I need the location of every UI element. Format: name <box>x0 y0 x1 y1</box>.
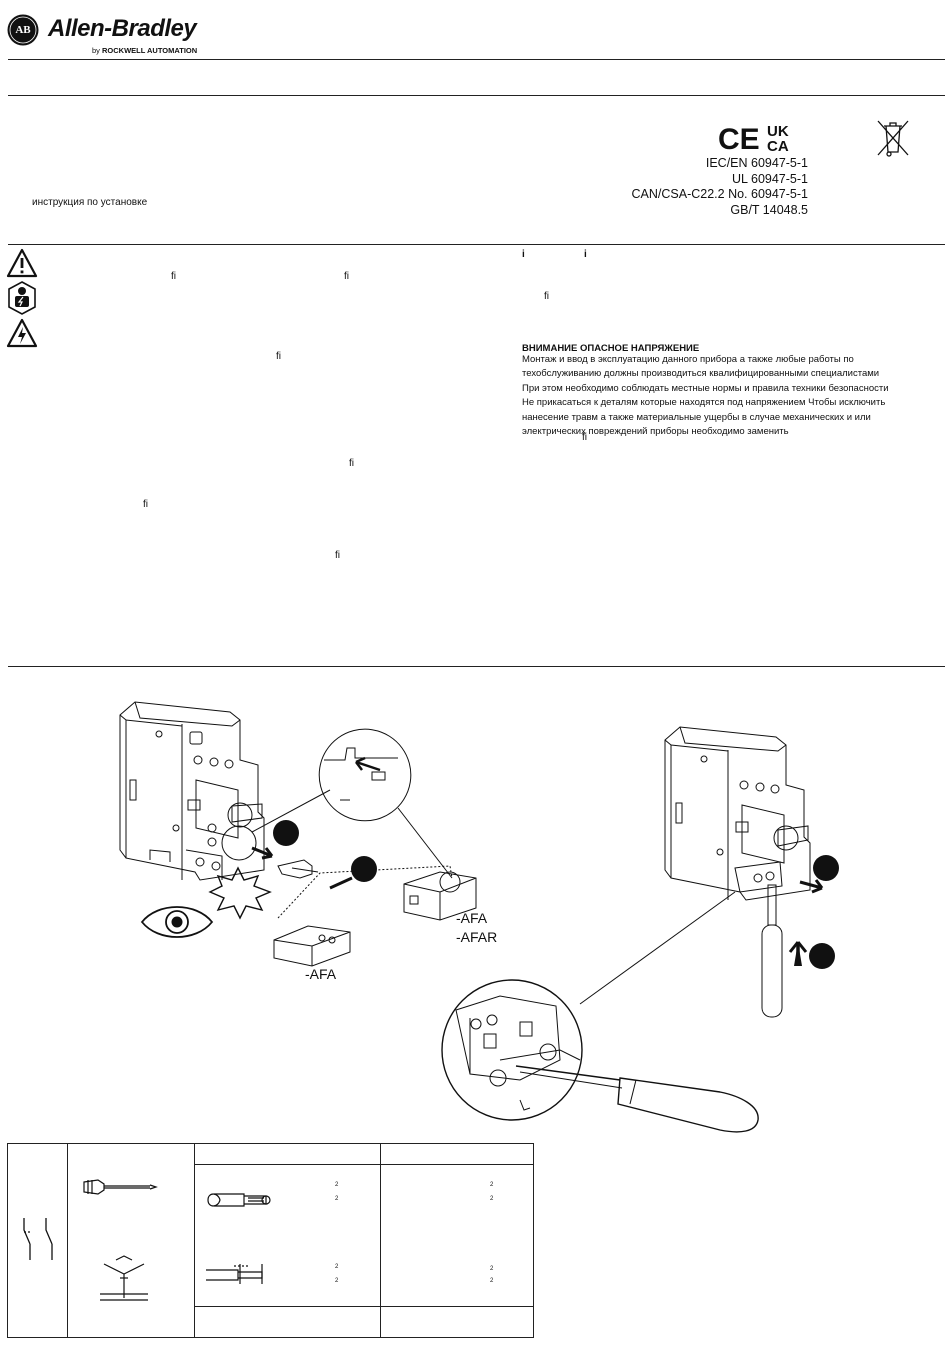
motor-protector-left <box>119 701 265 881</box>
danger-voltage-title: ВНИМАНИЕ ОПАСНОЕ НАПРЯЖЕНИЕ <box>522 343 700 354</box>
mm2-superscript: 2 <box>335 1196 339 1202</box>
screwdriver-icon <box>83 1179 158 1195</box>
motor-protector-right <box>664 726 811 901</box>
section-rule-top <box>8 244 945 245</box>
module-label-afa-afar: -AFA -AFAR <box>456 909 497 947</box>
info-glyph: i <box>522 249 525 260</box>
byline-prefix: by <box>92 46 100 55</box>
brand-name: Allen-Bradley <box>48 15 197 42</box>
step-marker <box>809 943 835 969</box>
warning-line: нанесение травм а также материальные уще… <box>522 411 871 423</box>
warning-triangle-icon <box>6 248 38 278</box>
standard-ul: UL 60947-5-1 <box>732 171 808 186</box>
mm2-superscript: 2 <box>490 1196 494 1202</box>
warning-line: Не прикасаться к деталям которые находят… <box>522 397 886 409</box>
fi-glyph: ﬁ <box>143 499 148 510</box>
mm2-superscript: 2 <box>490 1266 494 1272</box>
fi-glyph: ﬁ <box>582 432 587 443</box>
table-divider <box>67 1144 68 1337</box>
weee-bin-icon <box>877 120 909 157</box>
ce-ukca-marks-icon: CE UK CA <box>718 123 789 155</box>
mm2-superscript: 2 <box>335 1182 339 1188</box>
step-marker <box>351 856 377 882</box>
title-rule <box>8 95 945 96</box>
label-afar: -AFAR <box>456 929 498 945</box>
stranded-conductor-icon <box>207 1193 271 1207</box>
stripped-conductor-icon <box>206 1264 263 1284</box>
ce-mark: CE <box>718 123 760 155</box>
warning-line: Монтаж и ввод в эксплуатацию данного при… <box>522 354 854 365</box>
wiring-spec-table: 2 2 2 2 2 2 2 2 <box>7 1143 534 1338</box>
doc-subtitle: инструкция по установке <box>32 197 148 208</box>
ukca-mark-top: UK <box>767 123 789 140</box>
section-rule-figure <box>8 666 945 667</box>
warning-line: электрических повреждений приборы необхо… <box>522 426 789 438</box>
module-label-afa-bottom: -AFA <box>305 966 337 982</box>
fi-glyph: ﬁ <box>276 351 281 362</box>
mm2-superscript: 2 <box>490 1182 494 1188</box>
fi-glyph: ﬁ <box>349 458 354 469</box>
fi-glyph: ﬁ <box>171 271 176 282</box>
standards-list: IEC/EN 60947-5-1 UL 60947-5-1 CAN/CSA-C2… <box>632 156 808 218</box>
info-glyph: i <box>584 249 587 260</box>
brand-byline: by ROCKWELL AUTOMATION <box>92 46 197 55</box>
header-rule <box>8 59 945 60</box>
fi-glyph: ﬁ <box>344 271 349 282</box>
qualified-personnel-icon <box>8 281 36 315</box>
step-marker <box>813 855 839 881</box>
installation-diagram <box>119 701 839 1133</box>
fi-glyph: ﬁ <box>335 550 340 561</box>
table-divider <box>380 1144 381 1337</box>
warning-line: При этом необходимо соблюдать местные но… <box>522 382 889 394</box>
electrical-hazard-icon <box>6 318 38 348</box>
byline-company: ROCKWELL AUTOMATION <box>102 46 198 55</box>
table-divider <box>194 1306 533 1307</box>
tightening-torque-icon <box>100 1255 148 1301</box>
danger-voltage-text: Монтаж и ввод в эксплуатацию данного при… <box>522 353 942 439</box>
warning-line: техобслуживанию должны производиться ква… <box>522 368 880 380</box>
standard-gb: GB/T 14048.5 <box>730 202 808 217</box>
standard-iec: IEC/EN 60947-5-1 <box>705 156 808 170</box>
ab-badge-text: AB <box>15 24 31 36</box>
ukca-mark-bottom: CA <box>767 138 789 155</box>
mm2-superscript: 2 <box>335 1278 339 1284</box>
table-divider <box>194 1144 195 1337</box>
step-marker <box>273 820 299 846</box>
label-afa: -AFA <box>456 910 488 926</box>
mm2-superscript: 2 <box>490 1278 494 1284</box>
contact-symbol-icon <box>23 1218 53 1260</box>
table-divider <box>194 1164 533 1165</box>
fi-glyph: ﬁ <box>544 291 549 302</box>
mm2-superscript: 2 <box>335 1264 339 1270</box>
allen-bradley-logo-icon: AB <box>7 14 39 46</box>
standard-csa: CAN/CSA-C22.2 No. 60947-5-1 <box>631 187 808 201</box>
